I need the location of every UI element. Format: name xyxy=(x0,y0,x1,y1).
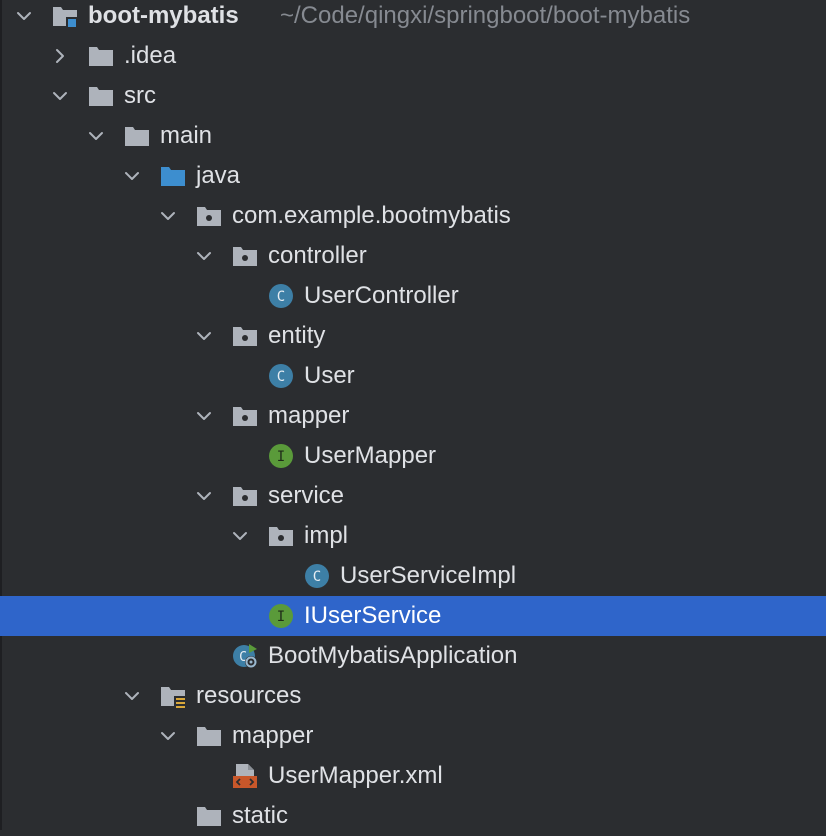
root-label: boot-mybatis xyxy=(88,2,239,29)
package-icon xyxy=(232,323,258,349)
class-icon: C xyxy=(268,363,294,389)
chevron-down-icon[interactable] xyxy=(230,526,250,546)
tree-item-label: main xyxy=(160,122,213,149)
package-icon xyxy=(232,483,258,509)
chevron-down-icon[interactable] xyxy=(158,206,178,226)
tree-row-idea[interactable]: .idea xyxy=(0,36,826,76)
svg-text:C: C xyxy=(277,369,285,385)
tree-item-label: IUserService xyxy=(304,602,442,629)
tree-row-userserviceimpl[interactable]: C UserServiceImpl xyxy=(0,556,826,596)
chevron-down-icon[interactable] xyxy=(194,486,214,506)
tree-item-label: src xyxy=(124,82,156,109)
tree-item-label: entity xyxy=(268,322,326,349)
folder-icon xyxy=(196,723,222,749)
tree-row-mapper-package[interactable]: mapper xyxy=(0,396,826,436)
folder-icon xyxy=(88,83,114,109)
tree-row-main[interactable]: main xyxy=(0,116,826,156)
tree-item-label: UserController xyxy=(304,282,459,309)
svg-text:I: I xyxy=(277,609,285,625)
folder-icon xyxy=(124,123,150,149)
tree-row-usercontroller[interactable]: C UserController xyxy=(0,276,826,316)
tree-row-iuserservice[interactable]: I IUserService xyxy=(0,596,826,636)
tree-item-label: UserMapper xyxy=(304,442,437,469)
tree-item-label: .idea xyxy=(124,42,177,69)
interface-icon: I xyxy=(268,443,294,469)
tree-row-java[interactable]: java xyxy=(0,156,826,196)
tree-left-edge xyxy=(0,0,2,830)
svg-text:C: C xyxy=(239,650,247,665)
resources-folder-icon xyxy=(160,683,186,709)
tree-item-label: service xyxy=(268,482,345,509)
tree-row-usermapper[interactable]: I UserMapper xyxy=(0,436,826,476)
tree-row-usermapper-xml[interactable]: UserMapper.xml xyxy=(0,756,826,796)
tree-item-label: UserServiceImpl xyxy=(340,562,517,589)
chevron-right-icon[interactable] xyxy=(50,46,70,66)
spring-boot-class-icon: C xyxy=(232,643,258,669)
chevron-down-icon[interactable] xyxy=(86,126,106,146)
xml-file-icon xyxy=(232,763,258,789)
tree-row-entity[interactable]: entity xyxy=(0,316,826,356)
chevron-down-icon[interactable] xyxy=(194,246,214,266)
tree-row-controller[interactable]: controller xyxy=(0,236,826,276)
chevron-down-icon[interactable] xyxy=(122,166,142,186)
tree-row-static[interactable]: static xyxy=(0,796,826,836)
package-icon xyxy=(232,243,258,269)
svg-text:C: C xyxy=(277,289,285,305)
package-icon xyxy=(232,403,258,429)
package-icon xyxy=(268,523,294,549)
chevron-down-icon[interactable] xyxy=(50,86,70,106)
tree-item-label: mapper xyxy=(268,402,350,429)
tree-row-mapper-folder[interactable]: mapper xyxy=(0,716,826,756)
tree-item-label: static xyxy=(232,802,289,829)
chevron-down-icon[interactable] xyxy=(158,726,178,746)
chevron-down-icon[interactable] xyxy=(14,6,34,26)
svg-text:I: I xyxy=(277,449,285,465)
tree-item-label: impl xyxy=(304,522,349,549)
interface-icon: I xyxy=(268,603,294,629)
tree-row-service[interactable]: service xyxy=(0,476,826,516)
tree-row-root[interactable]: boot-mybatis ~/Code/qingxi/springboot/bo… xyxy=(0,0,826,36)
folder-icon xyxy=(88,43,114,69)
tree-row-impl[interactable]: impl xyxy=(0,516,826,556)
tree-row-bootmybatisapplication[interactable]: C BootMybatisApplication xyxy=(0,636,826,676)
chevron-down-icon[interactable] xyxy=(194,326,214,346)
tree-row-user[interactable]: C User xyxy=(0,356,826,396)
tree-item-label: com.example.bootmybatis xyxy=(232,202,511,229)
module-folder-icon xyxy=(52,3,78,29)
tree-item-label: UserMapper.xml xyxy=(268,762,443,789)
class-icon: C xyxy=(268,283,294,309)
tree-item-label: controller xyxy=(268,242,367,269)
tree-row-package-root[interactable]: com.example.bootmybatis xyxy=(0,196,826,236)
folder-icon xyxy=(196,803,222,829)
source-root-folder-icon xyxy=(160,163,186,189)
package-icon xyxy=(196,203,222,229)
chevron-down-icon[interactable] xyxy=(122,686,142,706)
tree-item-label: resources xyxy=(196,682,302,709)
tree-item-label: User xyxy=(304,362,355,389)
tree-item-label: BootMybatisApplication xyxy=(268,642,518,669)
class-icon: C xyxy=(304,563,330,589)
tree-row-resources[interactable]: resources xyxy=(0,676,826,716)
tree-item-label: java xyxy=(196,162,241,189)
tree-row-src[interactable]: src xyxy=(0,76,826,116)
root-path: ~/Code/qingxi/springboot/boot-mybatis xyxy=(280,2,691,29)
svg-text:C: C xyxy=(313,569,321,585)
tree-item-label: mapper xyxy=(232,722,314,749)
chevron-down-icon[interactable] xyxy=(194,406,214,426)
